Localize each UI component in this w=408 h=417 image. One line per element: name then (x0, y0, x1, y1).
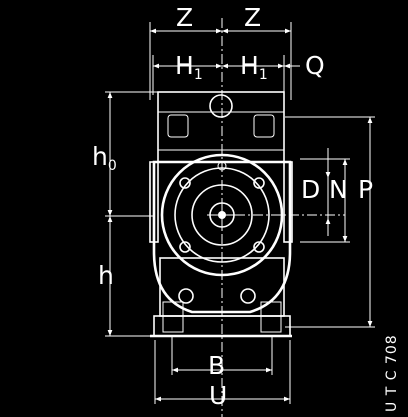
label-q: Q (305, 51, 325, 80)
label-h0: h0 (92, 142, 117, 174)
label-u: U (209, 381, 227, 410)
gearbox-body (149, 91, 293, 338)
label-d: D (301, 175, 320, 204)
label-h1-right: H1 (240, 51, 268, 83)
label-h: h (98, 261, 114, 290)
bottom-dimensions (154, 336, 291, 404)
label-p: P (358, 175, 373, 204)
label-b: B (208, 351, 225, 380)
label-h1-left: H1 (175, 51, 203, 83)
label-z-left: Z (176, 3, 193, 32)
label-z-right: Z (244, 3, 261, 32)
label-n: N (329, 175, 348, 204)
left-dimensions (105, 91, 185, 337)
right-dimensions (235, 116, 375, 328)
drawing-code: U T C 708 (384, 334, 400, 412)
